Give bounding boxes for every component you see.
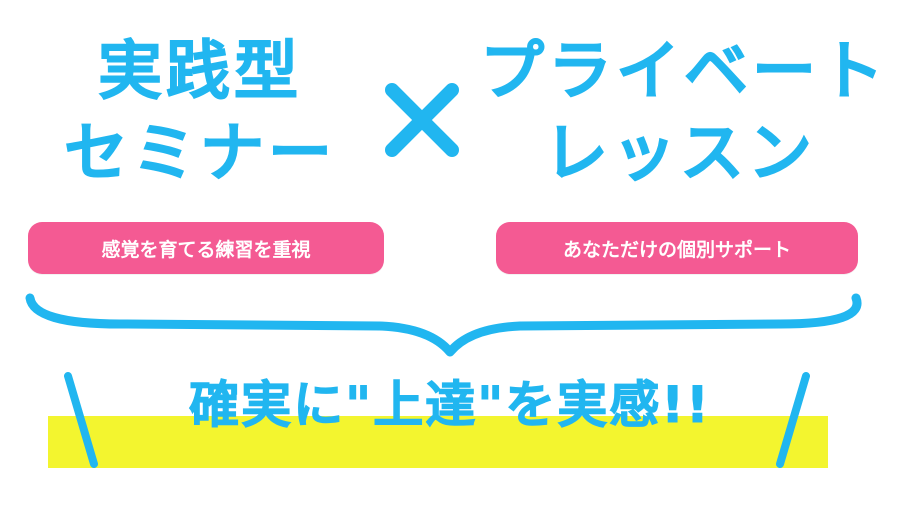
right-heading-line1: プライベート <box>480 35 888 109</box>
left-heading: 実践型 セミナー <box>40 40 360 204</box>
left-heading-line2: セミナー <box>64 117 336 191</box>
tagline: 確実に"上達"を実感!! <box>189 376 711 434</box>
right-heading: プライベート レッスン <box>480 35 888 204</box>
emphasis-slashes <box>64 372 810 468</box>
left-slash-icon <box>64 372 98 468</box>
left-feature-badge: 感覚を育てる練習を重視 <box>28 222 384 274</box>
left-heading-line1: 実践型 <box>98 35 302 109</box>
right-heading-line2: レッスン <box>544 117 816 191</box>
times-icon <box>385 83 459 157</box>
tagline-highlight <box>48 416 828 468</box>
right-feature-badge: あなただけの個別サポート <box>496 222 858 274</box>
curly-brace-icon <box>25 293 862 357</box>
right-slash-icon <box>776 372 810 468</box>
